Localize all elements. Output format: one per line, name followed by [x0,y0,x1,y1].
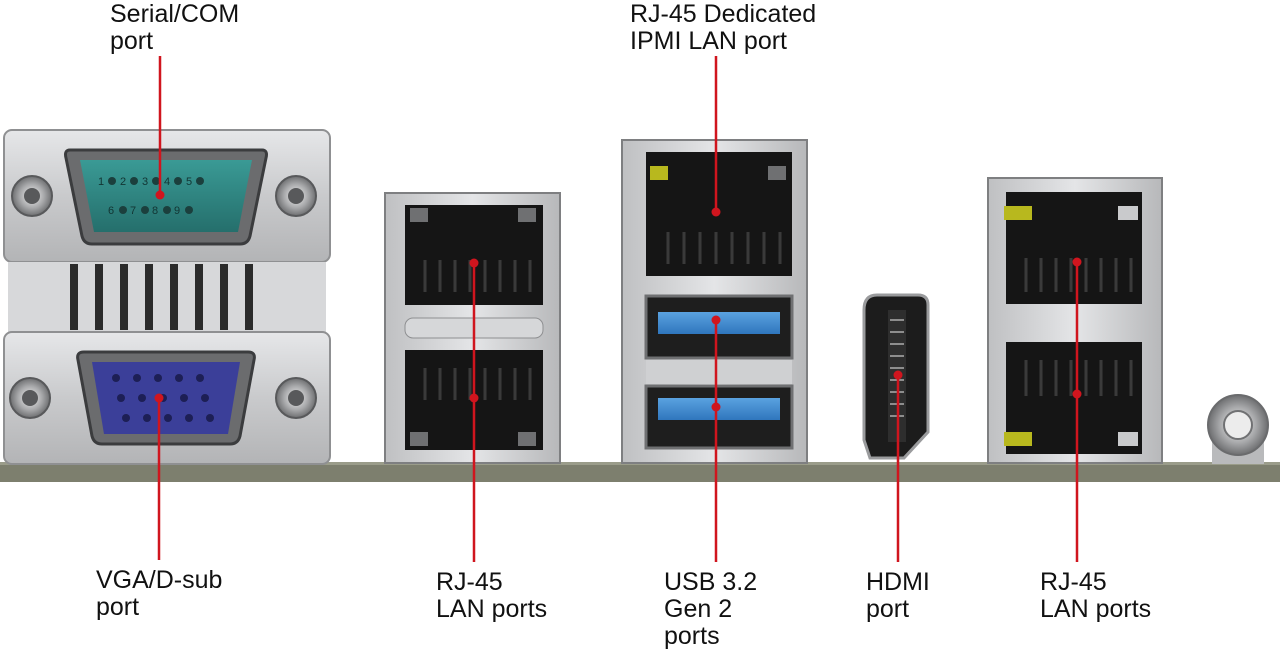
rj45-contacts [1024,360,1133,396]
label-line: VGA/D-sub [96,566,223,594]
callout-dot-ipmi [711,207,721,217]
serial-com-insert [80,160,252,232]
hex-standoff-screw [22,390,38,406]
label-line: RJ-45 [1040,568,1107,596]
rj45-contacts [1024,258,1133,292]
label-hdmi: HDMI port [866,569,930,623]
led-indicator [1004,206,1032,220]
hex-standoff-screw [288,390,304,406]
label-line: Gen 2 [664,595,733,623]
label-usb: USB 3.2 Gen 2 ports [664,569,757,650]
led-indicator [650,166,668,180]
led-indicator [768,166,786,180]
round-jack [1207,394,1269,464]
pin-number: 6 [108,205,114,217]
pin-number: 4 [164,176,170,188]
callout-dot-rj45-right-upper [1072,257,1082,267]
callout-dot-rj45-left-upper [469,258,479,268]
label-line: ports [664,622,720,650]
label-line: HDMI [866,568,930,596]
rj45-contacts [423,260,532,292]
label-line: IPMI LAN port [630,27,787,55]
board-edge [0,462,1280,482]
label-line: RJ-45 Dedicated [630,0,817,28]
callouts [154,56,1082,562]
callout-dot-usb-upper [711,315,721,325]
label-line: RJ-45 [436,568,503,596]
jack-center [1223,410,1253,440]
serial-pins [108,177,204,214]
label-line: LAN ports [1040,595,1152,623]
callout-dot-rj45-left-lower [469,393,479,403]
callout-dot-hdmi [893,370,903,380]
led-indicator [1118,432,1138,446]
led-indicator [410,208,428,222]
pin-number: 5 [186,176,192,188]
vga-pins [112,374,214,422]
label-line: port [110,27,154,55]
label-vga: VGA/D-sub port [96,567,222,621]
pin-number: 2 [120,176,126,188]
led-indicator [1118,206,1138,220]
rj45-dual-right [987,177,1163,464]
label-rj45-left: RJ-45 LAN ports [436,569,547,623]
pin-number: 7 [130,205,136,217]
led-indicator [518,208,536,222]
label-ipmi-lan: RJ-45 Dedicated IPMI LAN port [630,1,816,55]
rj45-contacts [666,232,782,264]
hex-standoff-screw [24,188,40,204]
label-rj45-right: RJ-45 LAN ports [1040,569,1151,623]
hex-standoff-screw [288,188,304,204]
callout-dot-vga [154,393,164,403]
pin-number: 1 [98,176,104,188]
label-line: port [866,595,910,623]
heatsink-fins [70,264,253,330]
usb-divider [646,360,792,384]
pin-number: 9 [174,205,180,217]
rj45-contacts [423,368,532,400]
callout-dot-serial [155,190,165,200]
ipmi-usb-stack [621,139,808,464]
pin-number: 3 [142,176,148,188]
serial-vga-stack: 1 2 3 4 5 6 7 8 9 [3,129,331,465]
heatsink-fins-background [8,262,326,334]
label-line: Serial/COM [110,0,240,28]
label-line: USB 3.2 [664,568,758,596]
led-indicator [1004,432,1032,446]
label-line: port [96,593,140,621]
led-indicator [518,432,536,446]
serial-pin-numbers: 1 2 3 4 5 6 7 8 9 [98,176,192,217]
callout-dot-usb-lower [711,402,721,412]
label-line: LAN ports [436,595,548,623]
rj45-dual-left [384,192,561,464]
pin-number: 8 [152,205,158,217]
label-serial-com: Serial/COM port [110,1,239,55]
led-indicator [410,432,428,446]
callout-dot-rj45-right-lower [1072,389,1082,399]
